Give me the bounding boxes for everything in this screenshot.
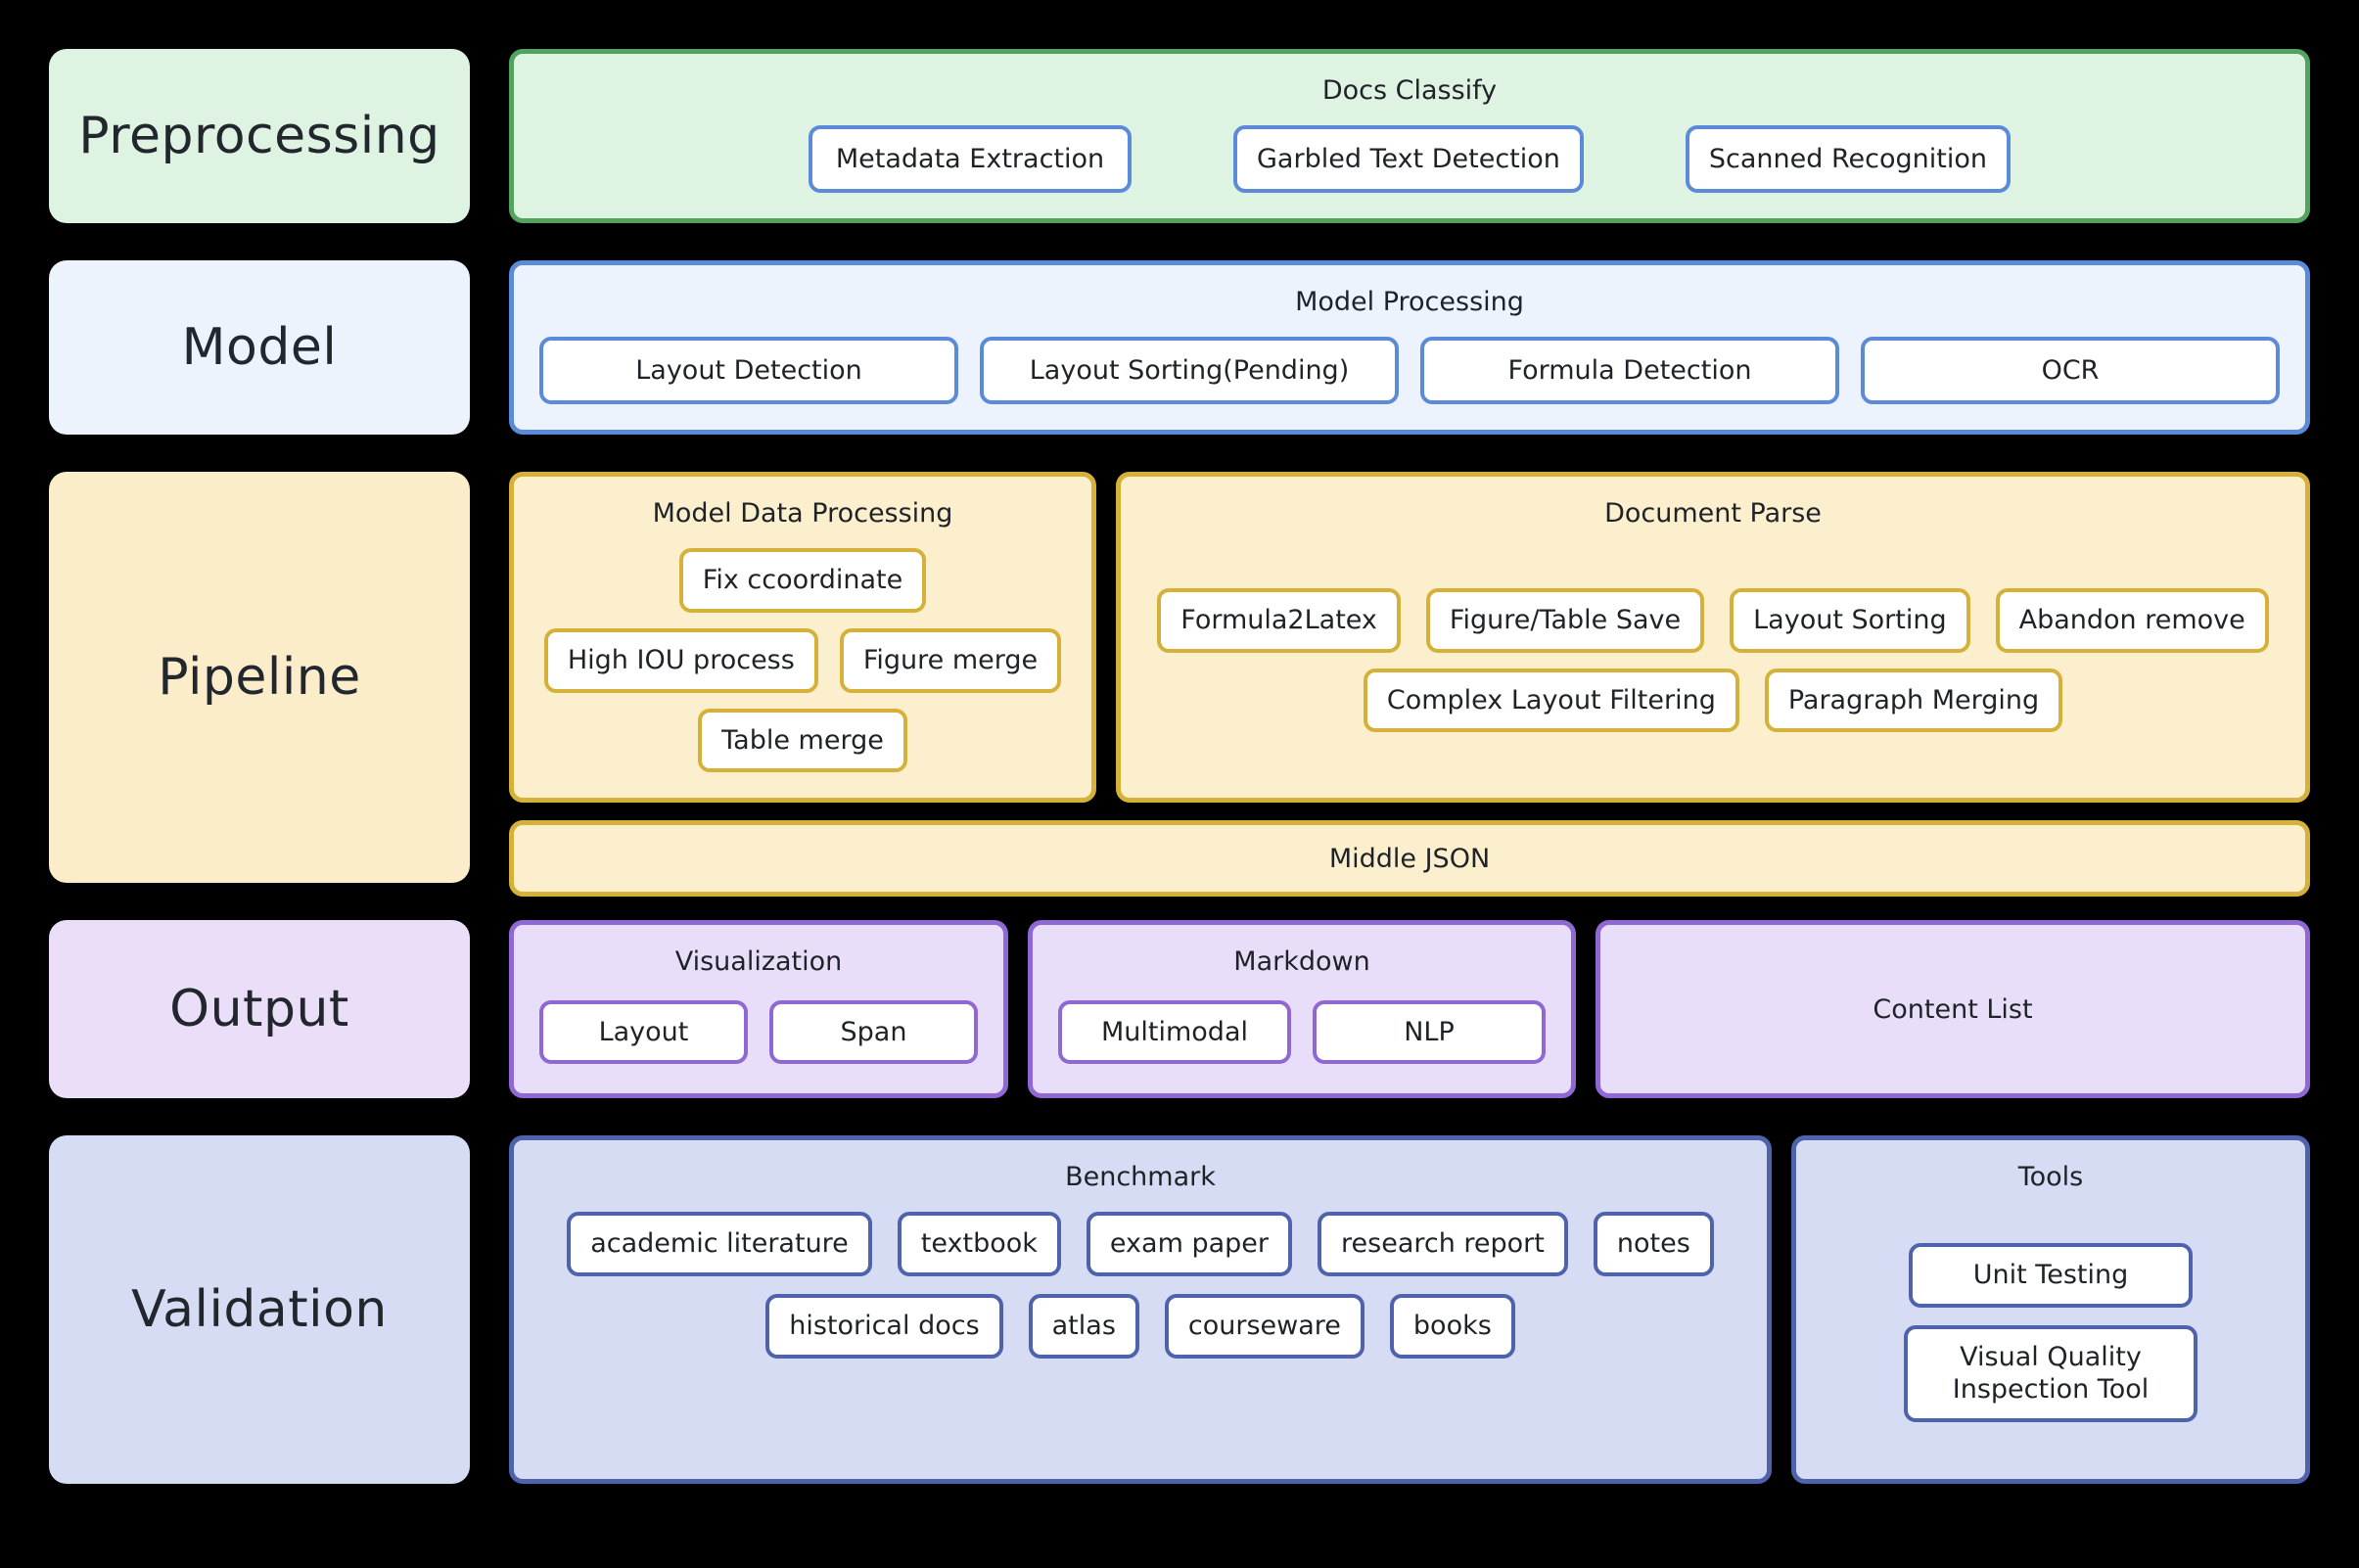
group-items-visualization: Layout Span bbox=[539, 996, 978, 1068]
node-unit-testing[interactable]: Unit Testing bbox=[1909, 1242, 2193, 1308]
row-model: Model Model Processing Layout Detection … bbox=[49, 260, 2310, 435]
group-title-benchmark: Benchmark bbox=[1065, 1162, 1216, 1192]
row-label-validation: Validation bbox=[49, 1135, 470, 1484]
row-label-output: Output bbox=[49, 920, 470, 1098]
group-title-model-data-processing: Model Data Processing bbox=[652, 498, 953, 529]
node-content-list-label: Content List bbox=[1873, 993, 2033, 1025]
node-fix-ccoordinate[interactable]: Fix ccoordinate bbox=[678, 548, 927, 613]
node-figure-merge[interactable]: Figure merge bbox=[839, 627, 1062, 693]
node-layout[interactable]: Layout bbox=[539, 999, 748, 1065]
group-title-tools: Tools bbox=[2017, 1162, 2084, 1192]
node-middle-json[interactable]: Middle JSON bbox=[509, 820, 2310, 898]
node-layout-detection[interactable]: Layout Detection bbox=[539, 337, 958, 404]
node-formula-detection[interactable]: Formula Detection bbox=[1420, 337, 1839, 404]
node-layout-sorting-pending[interactable]: Layout Sorting(Pending) bbox=[980, 337, 1399, 404]
row-body-output: Visualization Layout Span Markdown Multi… bbox=[509, 920, 2310, 1098]
node-middle-json-label: Middle JSON bbox=[1328, 843, 1491, 874]
row-label-text: Pipeline bbox=[158, 648, 361, 707]
group-visualization[interactable]: Visualization Layout Span bbox=[509, 920, 1008, 1098]
node-complex-layout-filtering[interactable]: Complex Layout Filtering bbox=[1363, 668, 1739, 733]
row-pipeline: Pipeline Model Data Processing Fix ccoor… bbox=[49, 472, 2310, 898]
row-columns-model: Model Processing Layout Detection Layout… bbox=[509, 260, 2310, 435]
node-atlas[interactable]: atlas bbox=[1028, 1293, 1139, 1359]
row-label-text: Output bbox=[169, 980, 349, 1038]
node-ocr[interactable]: OCR bbox=[1861, 337, 2280, 404]
node-high-iou-process[interactable]: High IOU process bbox=[543, 627, 818, 693]
group-items-model-processing: Layout Detection Layout Sorting(Pending)… bbox=[539, 337, 2280, 404]
node-abandon-remove[interactable]: Abandon remove bbox=[1995, 587, 2269, 653]
row-body-preprocessing: Docs Classify Metadata Extraction Garble… bbox=[509, 49, 2310, 223]
group-benchmark[interactable]: Benchmark academic literature textbook e… bbox=[509, 1135, 1772, 1484]
node-notes[interactable]: notes bbox=[1593, 1212, 1714, 1276]
node-table-merge[interactable]: Table merge bbox=[698, 708, 907, 773]
row-columns-validation: Benchmark academic literature textbook e… bbox=[509, 1135, 2310, 1484]
node-figure-table-save[interactable]: Figure/Table Save bbox=[1425, 587, 1705, 653]
row-label-text: Preprocessing bbox=[78, 107, 440, 165]
group-title-document-parse: Document Parse bbox=[1604, 498, 1822, 529]
group-title-docs-classify: Docs Classify bbox=[1321, 75, 1498, 106]
node-paragraph-merging[interactable]: Paragraph Merging bbox=[1764, 668, 2063, 733]
group-docs-classify[interactable]: Docs Classify Metadata Extraction Garble… bbox=[509, 49, 2310, 223]
group-items-model-data-processing: Fix ccoordinate High IOU process Figure … bbox=[539, 548, 1066, 773]
row-validation: Validation Benchmark academic literature… bbox=[49, 1135, 2310, 1484]
group-title-markdown: Markdown bbox=[1233, 946, 1370, 977]
group-title-visualization: Visualization bbox=[674, 946, 843, 977]
row-label-text: Model bbox=[181, 318, 338, 377]
node-multimodal[interactable]: Multimodal bbox=[1058, 999, 1291, 1065]
row-body-validation: Benchmark academic literature textbook e… bbox=[509, 1135, 2310, 1484]
node-scanned-recognition[interactable]: Scanned Recognition bbox=[1685, 125, 2011, 193]
node-formula2latex[interactable]: Formula2Latex bbox=[1157, 587, 1401, 653]
node-academic-literature[interactable]: academic literature bbox=[567, 1212, 872, 1276]
group-model-processing[interactable]: Model Processing Layout Detection Layout… bbox=[509, 260, 2310, 435]
node-garbled-text-detection[interactable]: Garbled Text Detection bbox=[1233, 125, 1584, 193]
row-label-pipeline: Pipeline bbox=[49, 472, 470, 883]
group-items-tools: Unit Testing Visual Quality Inspection T… bbox=[1822, 1212, 2280, 1453]
node-content-list[interactable]: Content List bbox=[1596, 920, 2310, 1098]
node-metadata-extraction[interactable]: Metadata Extraction bbox=[809, 125, 1132, 193]
row-preprocessing: Preprocessing Docs Classify Metadata Ext… bbox=[49, 49, 2310, 223]
node-historical-docs[interactable]: historical docs bbox=[765, 1293, 1003, 1359]
row-label-text: Validation bbox=[131, 1280, 388, 1339]
group-items-markdown: Multimodal NLP bbox=[1058, 996, 1546, 1068]
row-columns-preprocessing: Docs Classify Metadata Extraction Garble… bbox=[509, 49, 2310, 223]
node-visual-quality-inspection-tool[interactable]: Visual Quality Inspection Tool bbox=[1904, 1324, 2197, 1423]
node-research-report[interactable]: research report bbox=[1318, 1212, 1568, 1276]
group-items-docs-classify: Metadata Extraction Garbled Text Detecti… bbox=[539, 125, 2280, 193]
group-markdown[interactable]: Markdown Multimodal NLP bbox=[1028, 920, 1576, 1098]
row-label-model: Model bbox=[49, 260, 470, 435]
row-columns-pipeline: Model Data Processing Fix ccoordinate Hi… bbox=[509, 472, 2310, 804]
node-courseware[interactable]: courseware bbox=[1164, 1293, 1365, 1359]
group-tools[interactable]: Tools Unit Testing Visual Quality Inspec… bbox=[1791, 1135, 2310, 1484]
group-document-parse[interactable]: Document Parse Formula2Latex Figure/Tabl… bbox=[1116, 472, 2310, 804]
row-label-preprocessing: Preprocessing bbox=[49, 49, 470, 223]
node-layout-sorting[interactable]: Layout Sorting bbox=[1730, 587, 1970, 653]
node-span[interactable]: Span bbox=[769, 999, 978, 1065]
row-body-model: Model Processing Layout Detection Layout… bbox=[509, 260, 2310, 435]
row-columns-output: Visualization Layout Span Markdown Multi… bbox=[509, 920, 2310, 1098]
node-nlp[interactable]: NLP bbox=[1313, 999, 1546, 1065]
node-exam-paper[interactable]: exam paper bbox=[1086, 1212, 1293, 1276]
node-textbook[interactable]: textbook bbox=[897, 1212, 1061, 1276]
group-model-data-processing[interactable]: Model Data Processing Fix ccoordinate Hi… bbox=[509, 472, 1096, 804]
row-body-pipeline: Model Data Processing Fix ccoordinate Hi… bbox=[509, 472, 2310, 898]
row-output: Output Visualization Layout Span Markdow… bbox=[49, 920, 2310, 1098]
group-items-benchmark: academic literature textbook exam paper … bbox=[539, 1212, 1741, 1453]
group-items-document-parse: Formula2Latex Figure/Table Save Layout S… bbox=[1146, 548, 2280, 772]
node-books[interactable]: books bbox=[1389, 1293, 1515, 1359]
group-title-model-processing: Model Processing bbox=[1295, 287, 1524, 317]
